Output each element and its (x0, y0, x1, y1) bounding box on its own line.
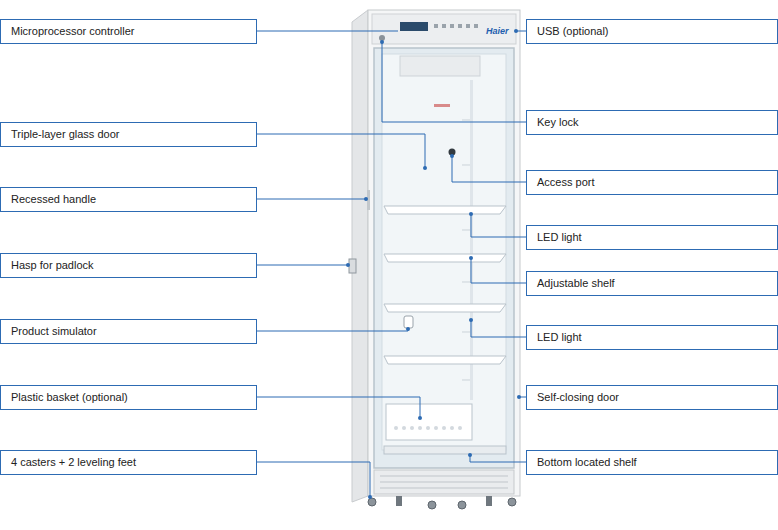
glass-door (374, 48, 514, 468)
callout-text: Plastic basket (optional) (11, 391, 128, 404)
callout-text: Microprocessor controller (11, 25, 134, 38)
callout-text: USB (optional) (537, 25, 609, 38)
callout-text: Hasp for padlock (11, 259, 94, 272)
callout-box: Bottom located shelf (526, 450, 778, 475)
callout-box: Triple-layer glass door (0, 122, 257, 147)
door-sticker (434, 104, 450, 107)
callout-box: LED light (526, 325, 778, 350)
callout-text: Adjustable shelf (537, 277, 615, 290)
leveling-feet (396, 496, 492, 506)
callout-box: Hasp for padlock (0, 253, 257, 278)
callout-box: Microprocessor controller (0, 19, 257, 44)
callout-text: LED light (537, 231, 582, 244)
shelf-clips (462, 120, 470, 380)
grille-slots (380, 476, 508, 488)
fan-cover (400, 56, 480, 76)
callout-box: Adjustable shelf (526, 271, 778, 296)
callout-box: LED light (526, 225, 778, 250)
callout-box: 4 casters + 2 leveling feet (0, 450, 257, 475)
led-strip (470, 80, 473, 400)
callout-box: Recessed handle (0, 187, 257, 212)
display (400, 22, 428, 31)
callout-text: Access port (537, 176, 594, 189)
control-buttons (434, 24, 478, 28)
plastic-basket (386, 404, 472, 440)
hasp (349, 259, 356, 273)
callout-text: 4 casters + 2 leveling feet (11, 456, 136, 469)
callout-text: Key lock (537, 116, 579, 129)
callout-box: Product simulator (0, 319, 257, 344)
shelves (384, 206, 506, 364)
side-panel (352, 10, 368, 502)
callout-box: Plastic basket (optional) (0, 385, 257, 410)
callout-text: Triple-layer glass door (11, 128, 119, 141)
callout-text: LED light (537, 331, 582, 344)
base-grille (374, 470, 514, 494)
leader-dots (346, 29, 521, 499)
casters (368, 498, 516, 509)
interior (382, 54, 506, 450)
cabinet-body (368, 10, 520, 496)
callout-text: Recessed handle (11, 193, 96, 206)
product-simulator-bottle (404, 316, 413, 328)
callout-box: Self-closing door (526, 385, 778, 410)
callout-box: USB (optional) (526, 19, 778, 44)
leader-lines (257, 31, 526, 497)
callout-box: Access port (526, 170, 778, 195)
control-panel (372, 14, 516, 44)
callout-box: Key lock (526, 110, 778, 135)
brand-logo: Haier (486, 27, 509, 36)
callout-text: Bottom located shelf (537, 456, 637, 469)
callout-text: Self-closing door (537, 391, 619, 404)
basket-holes (394, 426, 462, 430)
bottom-shelf (384, 446, 506, 454)
callout-text: Product simulator (11, 325, 97, 338)
